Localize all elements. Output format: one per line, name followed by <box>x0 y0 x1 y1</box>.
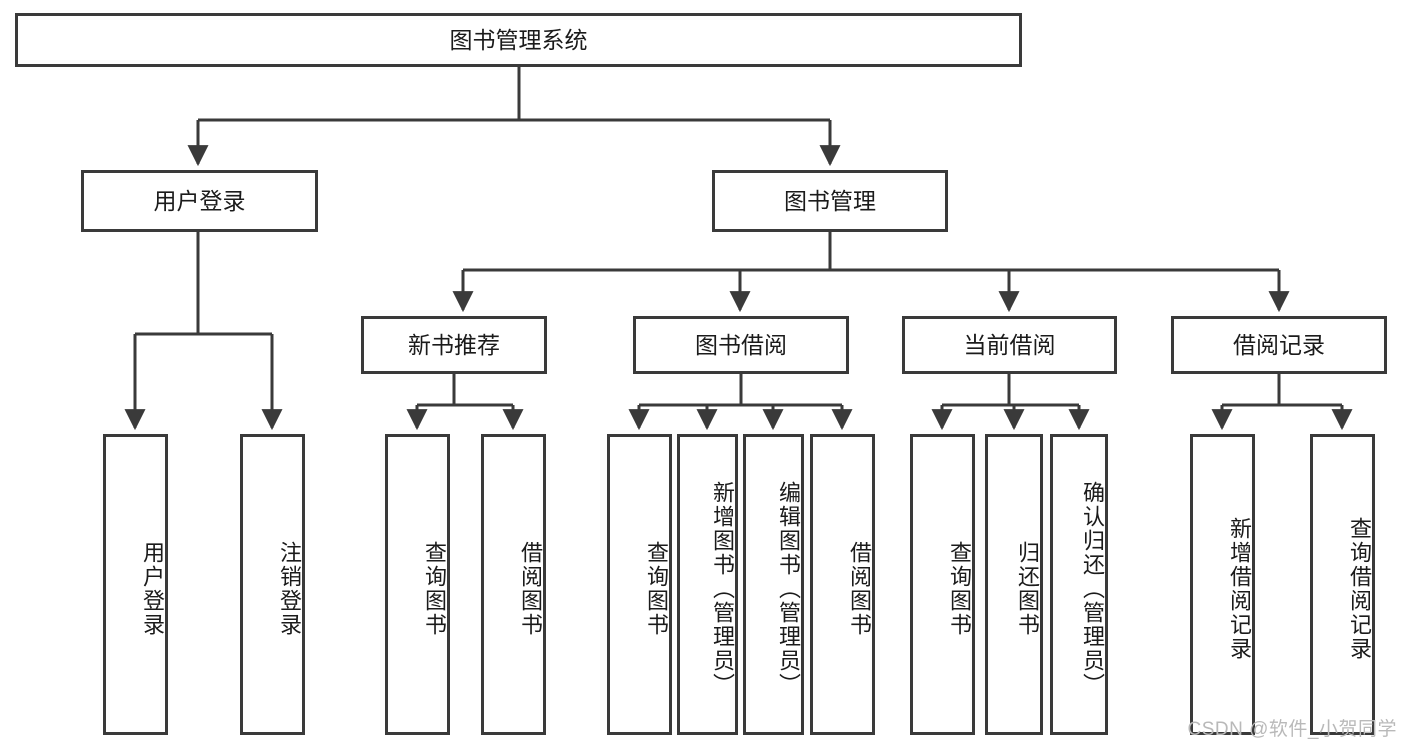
node-book-borrow-label: 图书借阅 <box>695 331 787 358</box>
node-leaf-borrow-book-rec-label: 借阅图书 <box>518 540 543 637</box>
node-leaf-edit-book-admin-label: 编辑图书（管理员） <box>776 480 801 697</box>
node-leaf-add-book-admin[interactable]: 新增图书（管理员） <box>677 434 738 735</box>
node-leaf-query-book-cb-label: 查询图书 <box>947 540 972 637</box>
node-leaf-borrow-book-rec[interactable]: 借阅图书 <box>481 434 546 735</box>
node-current-borrow-label: 当前借阅 <box>963 331 1056 358</box>
node-leaf-query-book-br[interactable]: 查询图书 <box>607 434 672 735</box>
node-leaf-logout[interactable]: 注销登录 <box>240 434 305 735</box>
node-new-book-rec-label: 新书推荐 <box>408 331 500 358</box>
node-leaf-query-book-br-label: 查询图书 <box>644 540 669 637</box>
node-leaf-query-record[interactable]: 查询借阅记录 <box>1310 434 1375 735</box>
node-leaf-query-record-label: 查询借阅记录 <box>1347 516 1372 661</box>
node-leaf-query-book-cb[interactable]: 查询图书 <box>910 434 975 735</box>
node-root[interactable]: 图书管理系统 <box>15 13 1022 67</box>
node-user-login-label: 用户登录 <box>153 187 246 214</box>
node-leaf-return-book[interactable]: 归还图书 <box>985 434 1043 735</box>
node-borrow-record-label: 借阅记录 <box>1233 331 1325 358</box>
node-user-login[interactable]: 用户登录 <box>81 170 318 232</box>
node-book-manage[interactable]: 图书管理 <box>712 170 948 232</box>
node-leaf-add-record-label: 新增借阅记录 <box>1227 516 1252 661</box>
node-leaf-add-record[interactable]: 新增借阅记录 <box>1190 434 1255 735</box>
node-new-book-rec[interactable]: 新书推荐 <box>361 316 547 374</box>
node-leaf-user-login-label: 用户登录 <box>140 540 165 637</box>
node-leaf-borrow-book-br-label: 借阅图书 <box>847 540 872 637</box>
node-leaf-query-book-rec-label: 查询图书 <box>422 540 447 637</box>
node-book-borrow[interactable]: 图书借阅 <box>633 316 849 374</box>
node-leaf-confirm-return-label: 确认归还（管理员） <box>1080 480 1105 697</box>
node-current-borrow[interactable]: 当前借阅 <box>902 316 1117 374</box>
node-leaf-query-book-rec[interactable]: 查询图书 <box>385 434 450 735</box>
node-borrow-record[interactable]: 借阅记录 <box>1171 316 1387 374</box>
node-leaf-confirm-return[interactable]: 确认归还（管理员） <box>1050 434 1108 735</box>
node-leaf-borrow-book-br[interactable]: 借阅图书 <box>810 434 875 735</box>
node-root-label: 图书管理系统 <box>449 26 588 53</box>
watermark: CSDN @软件_小贺同学 <box>1187 719 1397 740</box>
node-leaf-add-book-admin-label: 新增图书（管理员） <box>710 480 735 697</box>
node-leaf-return-book-label: 归还图书 <box>1015 540 1040 637</box>
node-leaf-logout-label: 注销登录 <box>277 540 302 637</box>
node-leaf-user-login[interactable]: 用户登录 <box>103 434 168 735</box>
node-book-manage-label: 图书管理 <box>784 187 876 214</box>
node-leaf-edit-book-admin[interactable]: 编辑图书（管理员） <box>743 434 804 735</box>
